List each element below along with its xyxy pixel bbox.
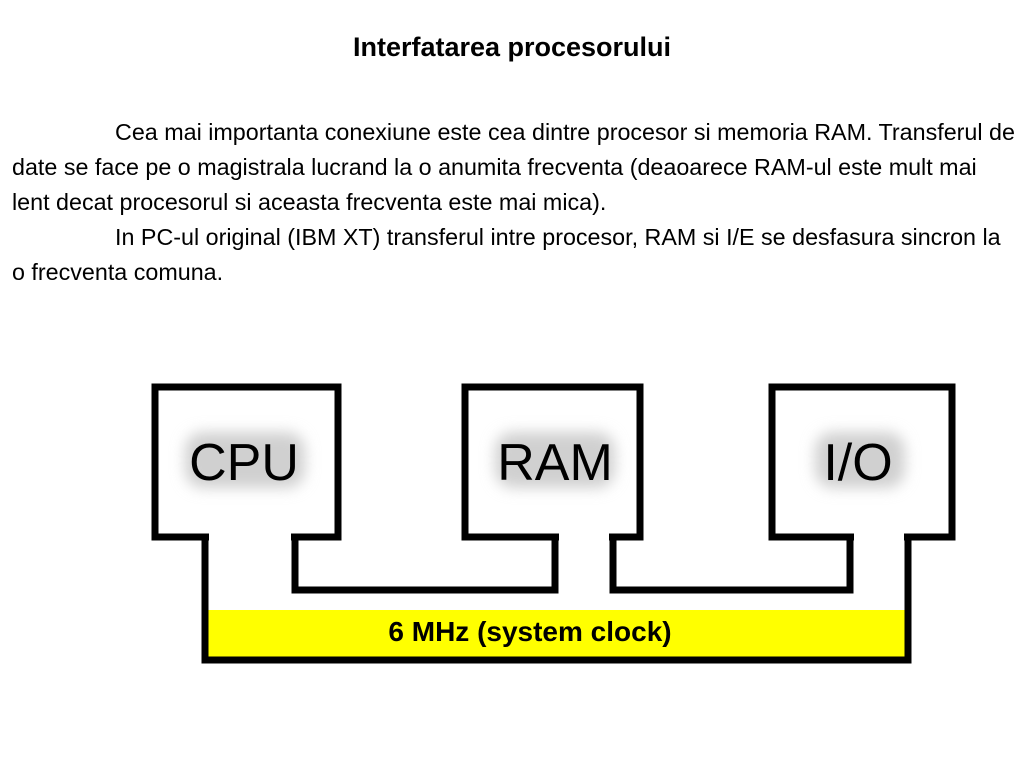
system-bus [201,531,912,664]
io-label: I/O [823,434,892,492]
slide-title: Interfatarea procesorului [352,32,672,62]
slide-body: Cea mai importanta conexiune este cea di… [12,115,1017,290]
cpu-label: CPU [189,434,299,492]
bus-fill [208,610,905,657]
paragraph-2: In PC-ul original (IBM XT) transferul in… [12,224,1001,285]
paragraph-1: Cea mai importanta conexiune este cea di… [12,119,1015,215]
bus-label: 6 MHz (system clock) [388,616,671,647]
ram-label: RAM [497,434,613,492]
